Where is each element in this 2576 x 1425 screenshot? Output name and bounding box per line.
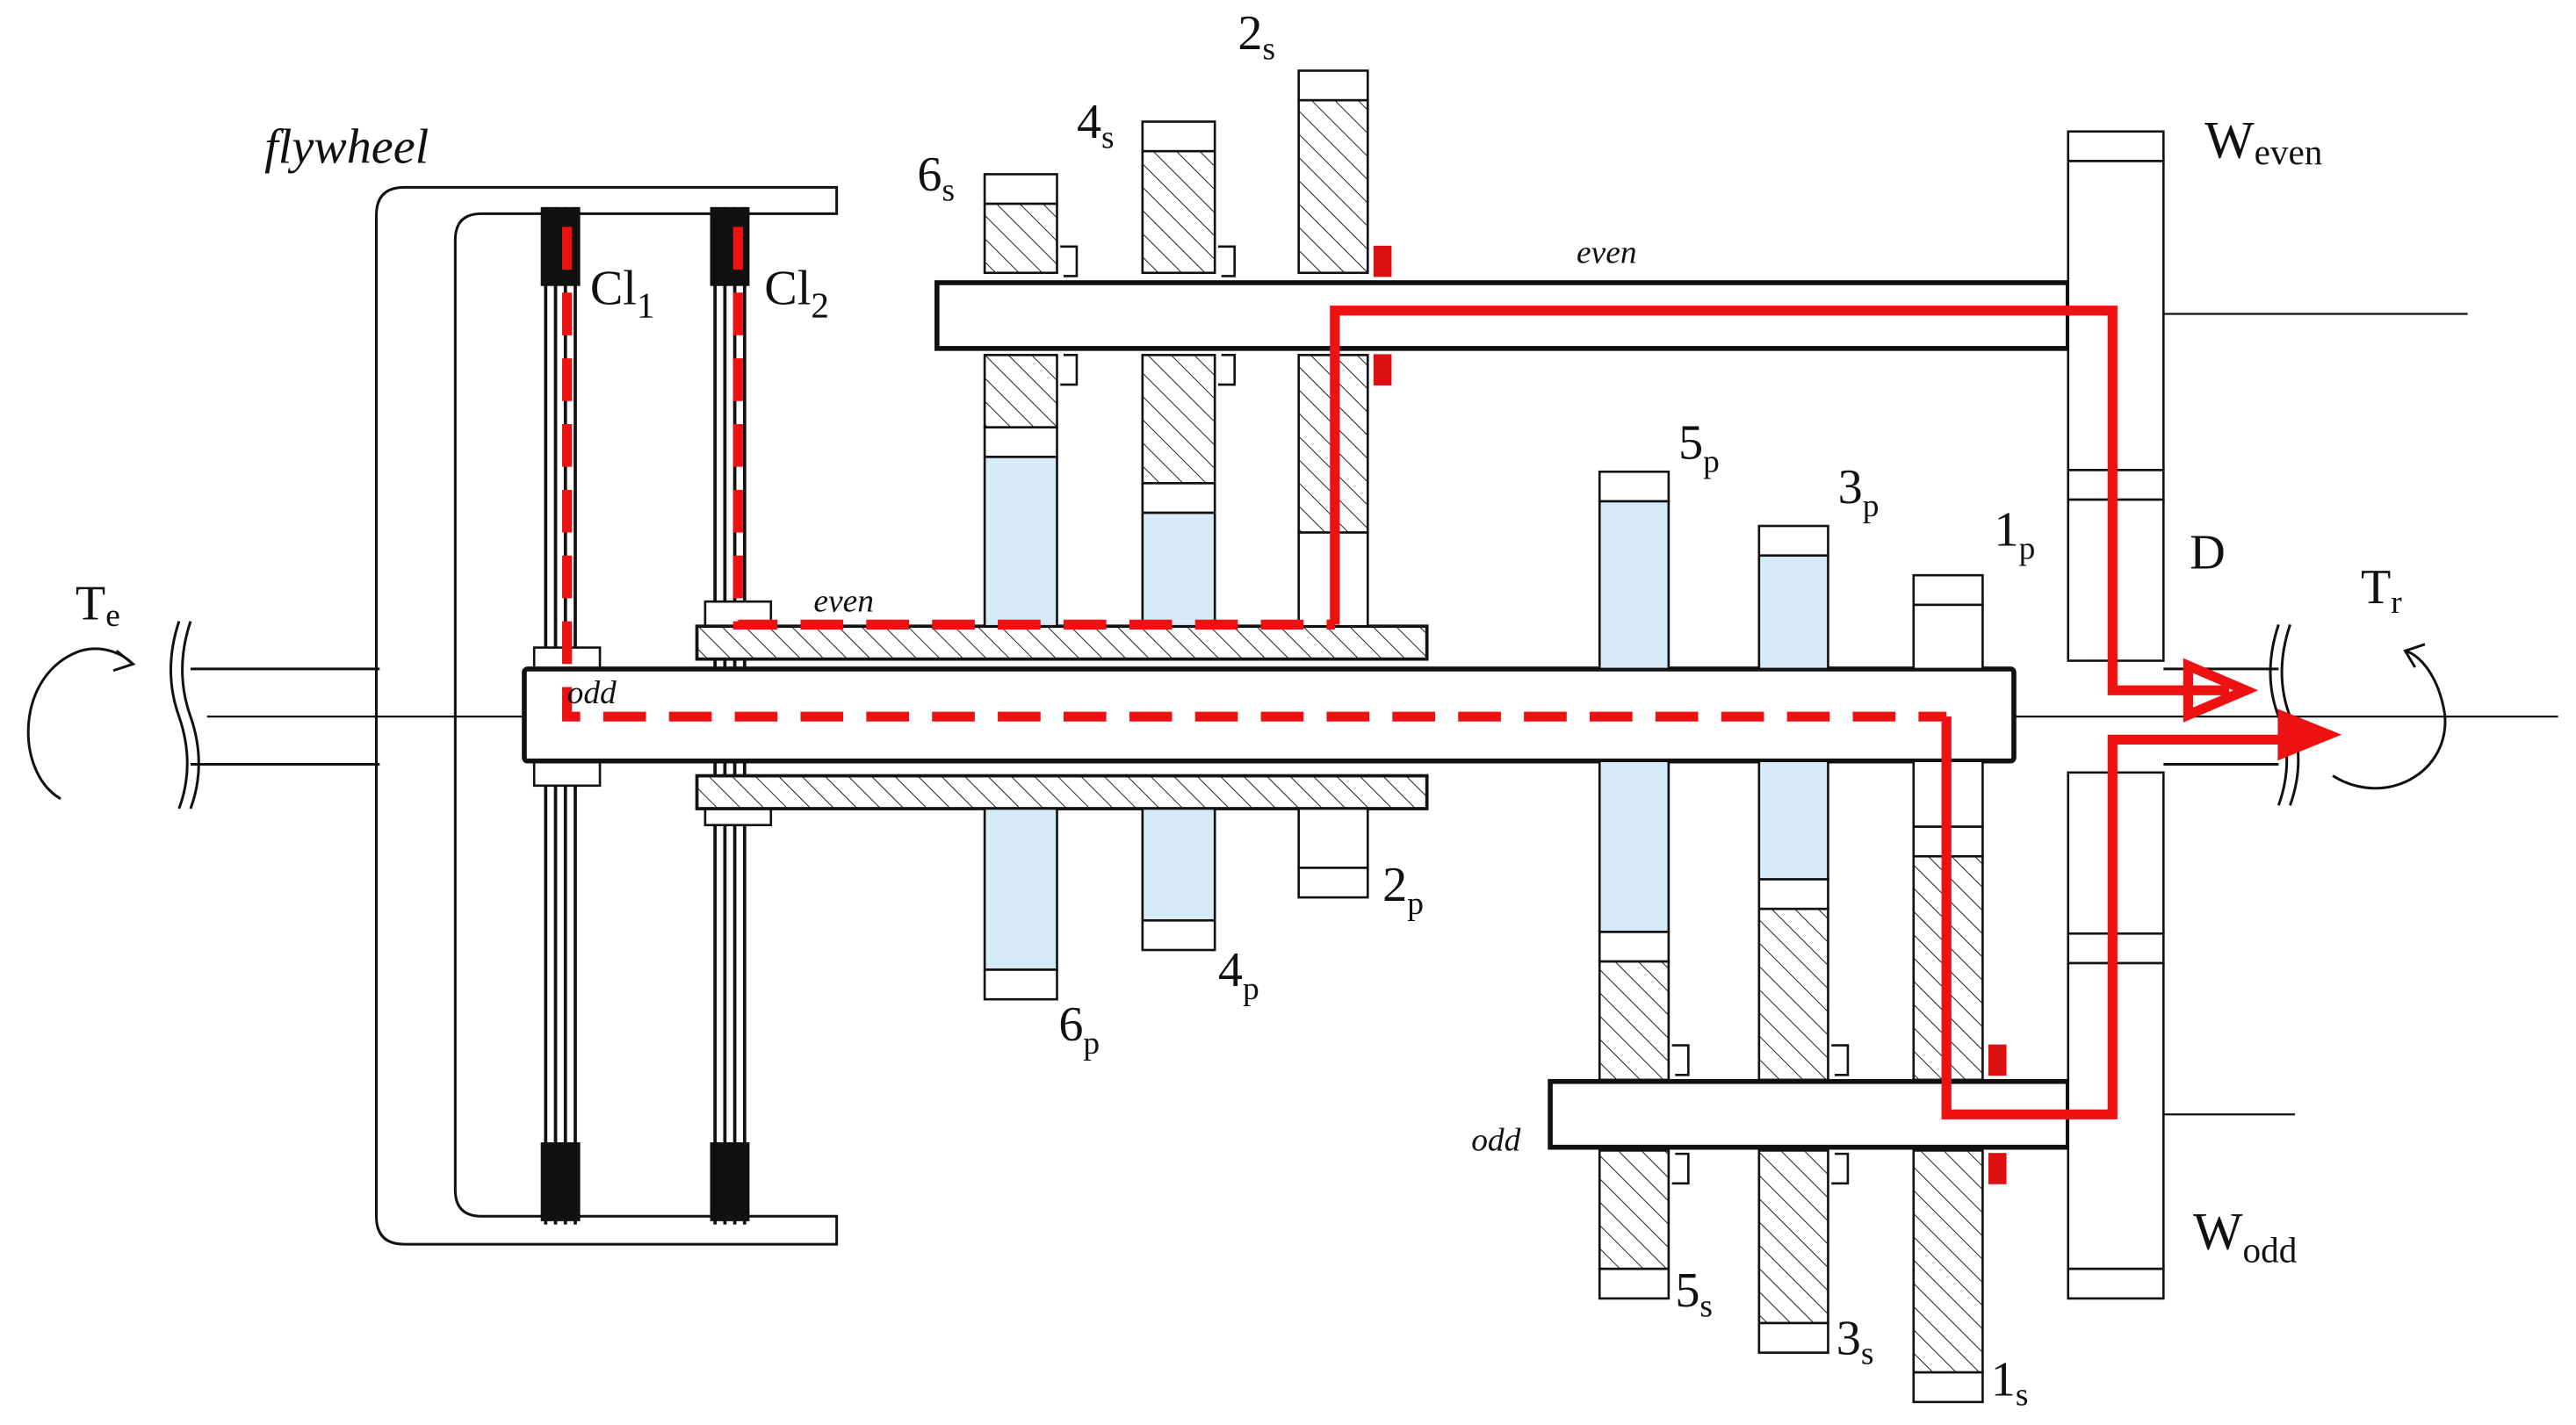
flywheel-label: flywheel: [264, 119, 429, 174]
odd-synchronizers: [1671, 1044, 1850, 1185]
gear-2p-label: 2p: [1382, 858, 1424, 922]
clutch-1-label: Cl1: [590, 261, 655, 325]
gear-4-secondary: [1141, 120, 1216, 515]
power-path-even: [732, 227, 2230, 695]
gear-4s-label: 4s: [1077, 95, 1115, 155]
gear-4-primary: [1141, 511, 1216, 952]
gear-4p-label: 4p: [1218, 943, 1259, 1007]
gear-2-primary: [1297, 807, 1369, 899]
synchronizer-1-engaged: [1988, 1044, 2007, 1184]
gear-6s-label: 6s: [917, 148, 955, 208]
gear-6-secondary: [983, 173, 1058, 458]
gear-3-primary: [1757, 524, 1829, 910]
even-hollow-label: even: [813, 583, 874, 619]
flywheel-housing: [374, 185, 839, 1246]
engine-torque-label: Te: [76, 577, 120, 634]
even-output-shaft: [934, 280, 2071, 351]
power-path-odd: [562, 227, 2312, 1119]
power-output-arrows: [2183, 658, 2342, 761]
odd-shaft-label: odd: [1471, 1122, 1520, 1158]
gear-2s-label: 2s: [1237, 6, 1275, 67]
gear-1s-label: 1s: [1991, 1352, 2029, 1413]
gear-5s-label: 5s: [1675, 1263, 1713, 1324]
even-shaft-label: even: [1577, 235, 1637, 271]
output-torque-arrow: [2332, 643, 2447, 790]
even-synchronizers: [1060, 245, 1236, 386]
engine-torque-arrow: [26, 647, 136, 801]
gear-6-primary: [983, 456, 1058, 1001]
synchronizer-2-engaged: [1373, 245, 1392, 385]
gear-5-secondary: [1598, 960, 1670, 1300]
gear-3s-label: 3s: [1836, 1312, 1874, 1372]
differential-label: D: [2190, 526, 2226, 580]
even-hollow-shaft: [695, 624, 1429, 810]
output-torque-label: Tr: [2361, 560, 2402, 621]
engine-input-shaft: [170, 621, 380, 810]
gear-1p-label: 1p: [1995, 502, 2036, 566]
gear-6p-label: 6p: [1058, 997, 1100, 1062]
gear-3p-label: 3p: [1838, 460, 1880, 524]
clutch-2-label: Cl2: [764, 261, 829, 325]
w-odd-label: Wodd: [2193, 1203, 2298, 1270]
gear-5p-label: 5p: [1678, 415, 1720, 479]
gear-3-secondary: [1757, 907, 1829, 1354]
w-even-label: Weven: [2204, 112, 2322, 172]
odd-inner-label: odd: [567, 675, 617, 711]
gear-5-primary: [1598, 470, 1670, 963]
